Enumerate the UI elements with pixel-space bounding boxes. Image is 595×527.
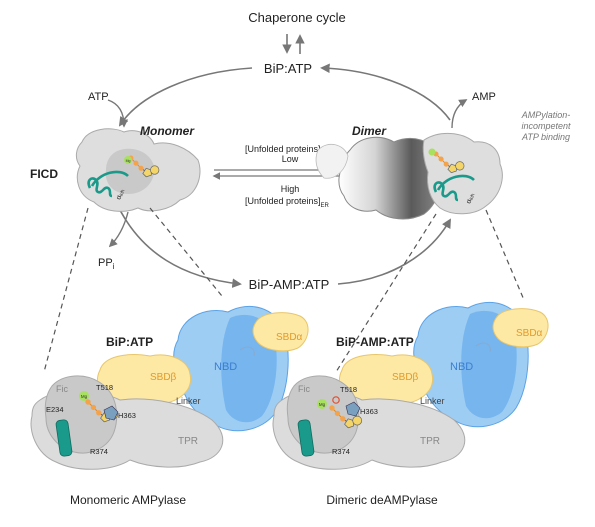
alpha-inh-label-dimer: αinh <box>465 192 476 205</box>
alpha-inh-cylinder-left <box>55 419 73 457</box>
alpha-inh-label-monomer: αinh <box>115 188 126 201</box>
cycle-arc-top-right <box>320 63 451 121</box>
atp-label: ATP <box>88 91 109 103</box>
mg-ion-left <box>79 391 89 401</box>
ppi-out-arrow <box>108 211 129 248</box>
sbd-alpha-label-right: SBDα <box>516 328 543 339</box>
svg-text:Mg: Mg <box>81 394 88 399</box>
bip-atp-top-label: BiP:ATP <box>264 61 312 76</box>
fic-label-left: Fic <box>56 384 68 394</box>
mg-ion-right <box>317 399 327 409</box>
bip-atp-panel-title: BiP:ATP <box>106 335 153 349</box>
tpr-label-right: TPR <box>420 436 440 447</box>
atp-in-arrow <box>107 99 129 128</box>
alpha-inh-helix-monomer <box>87 177 113 198</box>
low-label: Low <box>282 154 299 164</box>
bip-amp-atp-panel-title: BiP-AMP:ATP <box>336 335 414 349</box>
mg-ion-dimer <box>428 148 436 156</box>
linker-label-right: Linker <box>420 396 445 406</box>
sbd-beta-label-right: SBDβ <box>392 372 419 383</box>
chaperone-cycle-label: Chaperone cycle <box>248 10 346 25</box>
high-label: High <box>281 184 300 194</box>
alpha-inh-cylinder-right <box>297 419 315 457</box>
r374-label-left: R374 <box>90 447 108 456</box>
h363-label-left: H363 <box>118 411 136 420</box>
h363-label-right: H363 <box>360 407 378 416</box>
ficd-label: FICD <box>30 167 58 181</box>
unfolded-bottom-label: [Unfolded proteins]ER <box>245 196 330 209</box>
mg-ion-monomer <box>124 156 132 164</box>
sbd-alpha-label-left: SBDα <box>276 332 303 343</box>
nbd-label-right: NBD <box>450 361 473 373</box>
fic-label-right: Fic <box>298 384 310 394</box>
ppi-label: PPi <box>98 257 115 271</box>
t518-label-left: T518 <box>96 383 113 392</box>
ampylation-incompetent-label-2: incompetent <box>521 121 571 131</box>
ampylation-incompetent-label-1: AMPylation- <box>521 110 571 120</box>
amp-label: AMP <box>472 91 496 103</box>
r374-label-right: R374 <box>332 447 350 456</box>
left-panel-structure: SBDα NBD SBDβ BiP:ATP Linker TPR Fic Mg … <box>30 305 309 470</box>
amp-out-arrow <box>451 99 468 129</box>
right-panel-structure: SBDα NBD SBDβ BiP-AMP:ATP Linker TPR Fic… <box>272 301 549 470</box>
svg-text:Mg: Mg <box>126 159 131 163</box>
dimer-label: Dimer <box>352 124 387 138</box>
sbd-alpha-domain-left <box>252 312 309 352</box>
svg-text:Mg: Mg <box>319 402 326 407</box>
tpr-label-left: TPR <box>178 436 198 447</box>
e234-label-left: E234 <box>46 405 64 414</box>
chaperone-exchange-arrows <box>282 34 305 54</box>
zoom-connector-lines <box>43 207 525 373</box>
ampylation-incompetent-label-3: ATP binding <box>521 132 570 142</box>
sbd-alpha-domain-right <box>492 308 549 348</box>
dimeric-deampylase-caption: Dimeric deAMPylase <box>326 493 438 507</box>
alpha-inh-helix-dimer <box>433 181 459 202</box>
cycle-arc-top-left <box>118 67 253 127</box>
t518-label-right: T518 <box>340 385 357 394</box>
cycle-arc-bottom-left <box>114 199 242 288</box>
ficd-monomer: Mg αinh <box>75 128 201 212</box>
linker-label-left: Linker <box>176 396 201 406</box>
sbd-beta-label-left: SBDβ <box>150 372 177 383</box>
monomeric-ampylase-caption: Monomeric AMPylase <box>70 493 186 507</box>
bip-amp-atp-label: BiP-AMP:ATP <box>249 277 330 292</box>
ficd-dimer: αinh <box>315 133 503 220</box>
nbd-label-left: NBD <box>214 361 237 373</box>
cycle-arc-bottom-right <box>337 218 451 285</box>
monomer-label: Monomer <box>140 124 195 138</box>
